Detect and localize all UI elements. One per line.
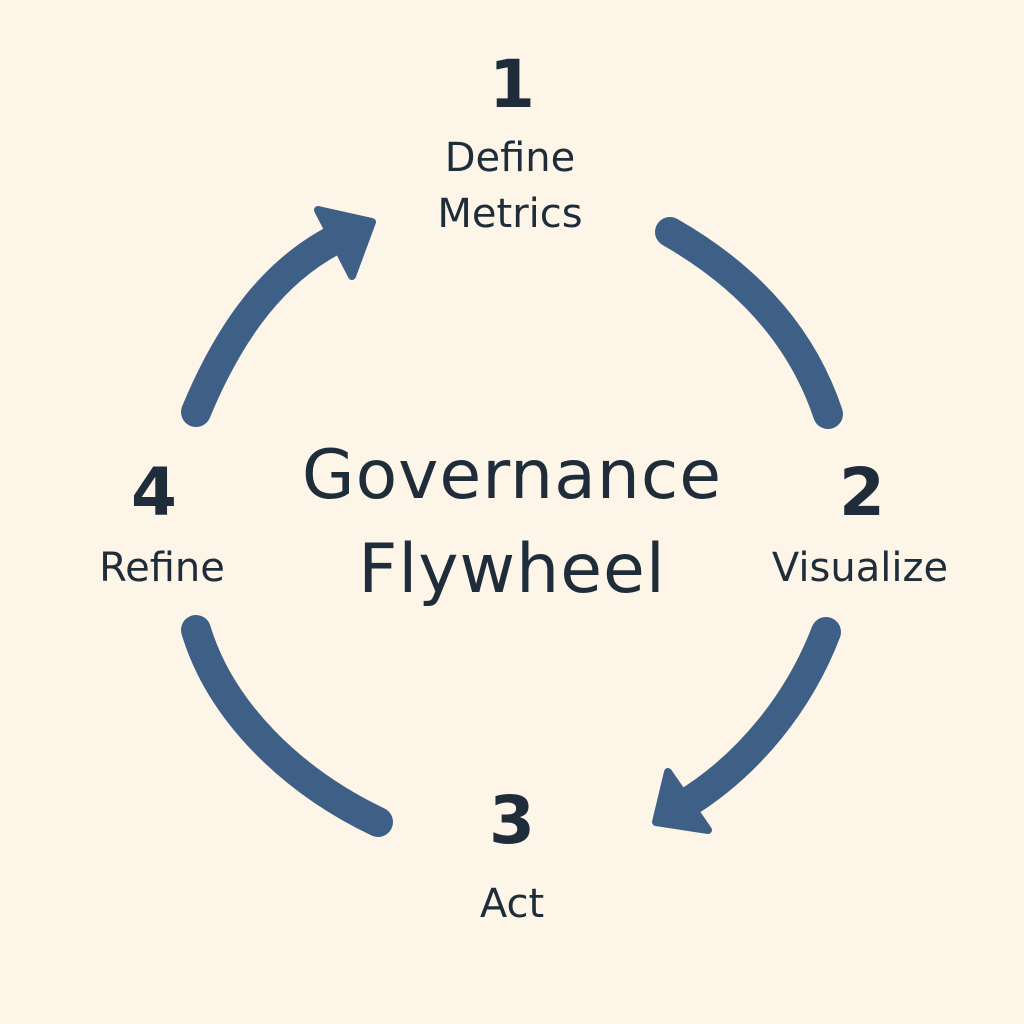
arc-act-to-refine — [181, 615, 393, 837]
step-2-number: 2 — [839, 454, 885, 531]
arrowhead-icon — [314, 206, 376, 280]
step-4-number: 4 — [131, 454, 177, 531]
step-2-label: Visualize — [771, 545, 949, 591]
step-1-label: Define — [444, 135, 576, 181]
arc-define-to-visualize — [655, 217, 843, 429]
step-4-label: Refine — [99, 545, 225, 591]
diagram-title: Flywheel — [358, 530, 666, 609]
arrow-refine-to-define — [181, 221, 357, 427]
step-1-number: 1 — [489, 46, 535, 123]
step-3-label: Act — [479, 881, 545, 927]
step-3-number: 3 — [489, 782, 535, 859]
arrowhead-icon — [652, 768, 712, 834]
arrow-visualize-to-act — [667, 617, 841, 821]
step-1-label: Metrics — [437, 191, 583, 237]
diagram-title: Governance — [301, 436, 723, 515]
